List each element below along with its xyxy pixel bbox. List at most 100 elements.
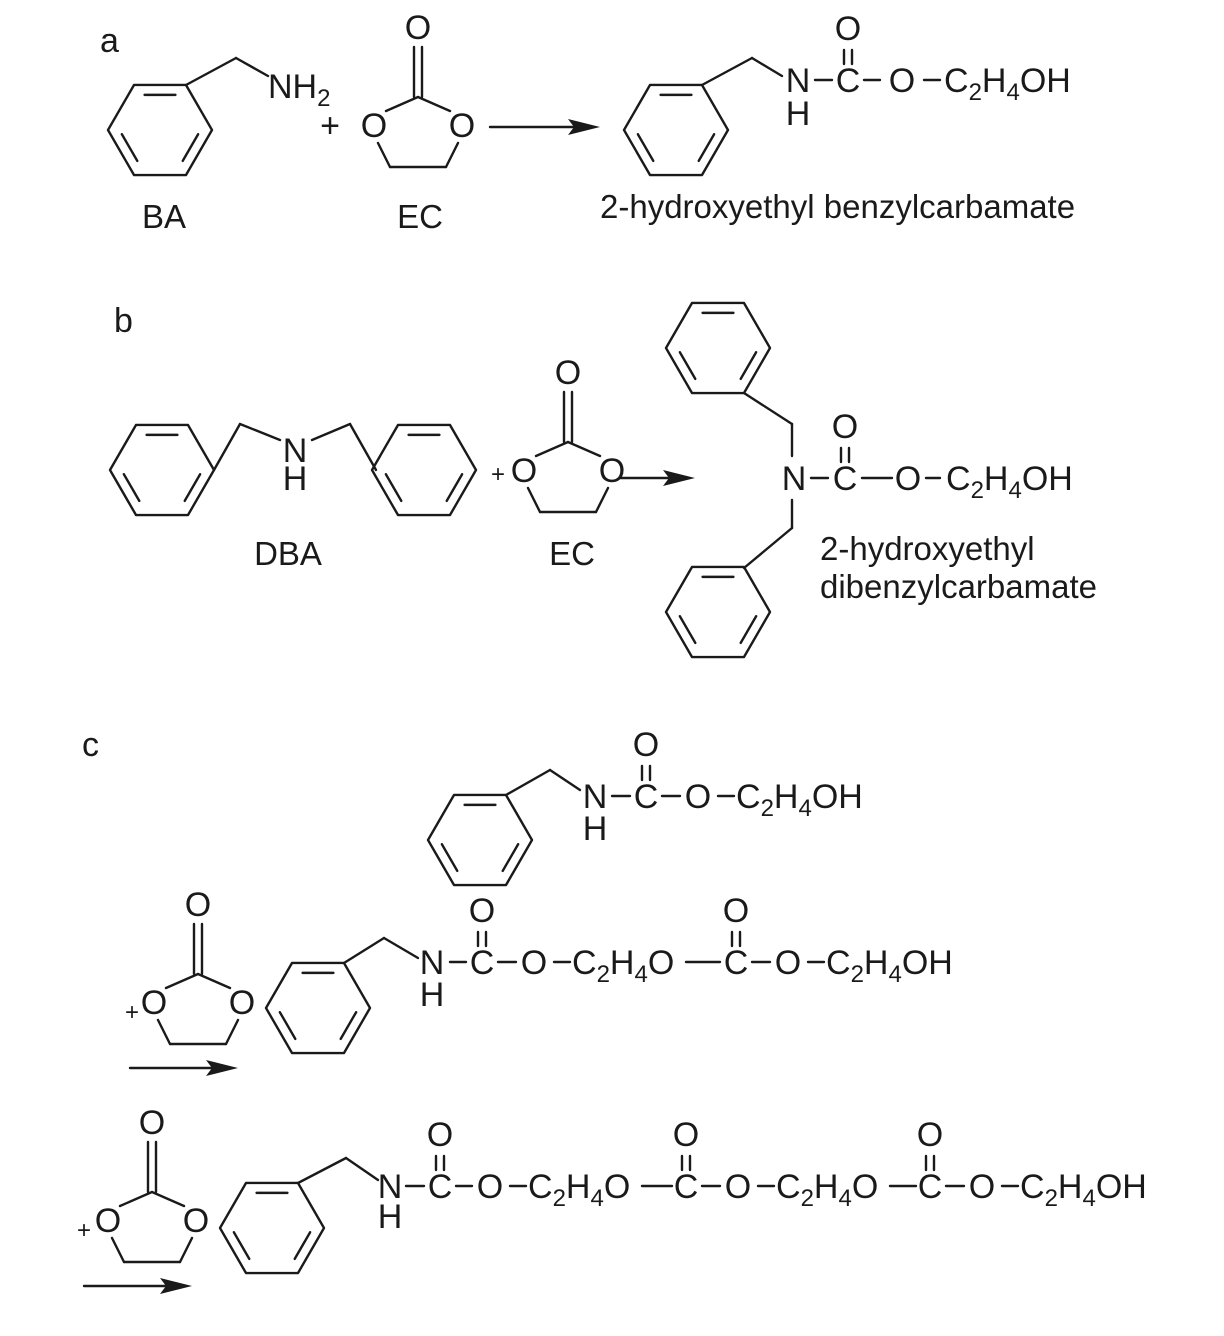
benzene-inner-double-bond xyxy=(384,473,403,503)
benzene-inner-double-bond xyxy=(739,351,758,381)
benzene-inner-double-bond xyxy=(440,843,459,873)
carbonyl-oxygen: O xyxy=(427,1116,453,1154)
product-label-a: 2-hydroxyethyl benzylcarbamate xyxy=(600,188,1075,225)
benzyl-ch2-bond xyxy=(742,391,794,426)
carbonyl-carbon: C xyxy=(836,62,861,100)
carbonyl-oxygen: O xyxy=(835,10,861,48)
ring-oxygen: O xyxy=(361,107,387,145)
carbonyl-carbon: C xyxy=(674,1168,699,1206)
ester-oxygen: O xyxy=(969,1168,995,1206)
benzene-inner-double-bond xyxy=(678,351,697,381)
benzyl-ch2-bond xyxy=(344,1156,380,1182)
benzene-inner-double-bond xyxy=(183,473,202,503)
oxyethylene-group: C2H4O xyxy=(572,944,674,988)
ring-oxygen: O xyxy=(183,1202,209,1240)
benzene-inner-double-bond xyxy=(122,473,141,503)
benzene-inner-double-bond xyxy=(697,133,716,163)
carbonyl-carbon: C xyxy=(428,1168,453,1206)
ester-oxygen: O xyxy=(889,62,915,100)
benzene-inner-double-bond xyxy=(501,843,520,873)
plus-sign: + xyxy=(125,999,139,1026)
carbonyl-oxygen: O xyxy=(673,1116,699,1154)
benzene-inner-double-bond xyxy=(339,1011,358,1041)
product-label-b-line1: 2-hydroxyethyl xyxy=(820,530,1035,567)
reactant-label-dba: DBA xyxy=(254,535,322,572)
reaction-arrow-head xyxy=(568,119,600,135)
carbonyl-oxygen: O xyxy=(723,892,749,930)
benzyl-ch2-bond xyxy=(504,768,552,797)
carbamate-nitrogen: N xyxy=(583,778,608,816)
ester-oxygen: O xyxy=(477,1168,503,1206)
benzene-ring xyxy=(622,83,730,177)
reaction-arrow-head xyxy=(206,1060,238,1076)
ring-bond xyxy=(566,440,602,458)
nh-hydrogen: H xyxy=(420,976,445,1014)
ring-bond xyxy=(196,972,232,990)
benzene-inner-double-bond xyxy=(232,1231,251,1261)
reaction-arrow-head xyxy=(160,1278,192,1294)
ring-bond xyxy=(534,440,570,458)
product-label-b-line2: dibenzylcarbamate xyxy=(820,568,1097,605)
ring-bond xyxy=(164,972,200,990)
benzene-inner-double-bond xyxy=(293,1231,312,1261)
carbonyl-oxygen: O xyxy=(405,9,431,47)
oxyethylene-group: C2H4O xyxy=(776,1168,878,1212)
reactant-label-ba: BA xyxy=(142,198,186,235)
ring-oxygen: O xyxy=(229,984,255,1022)
panel-label-b: b xyxy=(114,302,133,340)
benzene-inner-double-bond xyxy=(739,615,758,645)
nh-hydrogen: H xyxy=(583,810,608,848)
benzyl-ch2-bond xyxy=(296,1156,348,1185)
carbonyl-carbon: C xyxy=(724,944,749,982)
carbonyl-oxygen: O xyxy=(185,886,211,924)
ring-bond xyxy=(444,141,460,169)
ester-oxygen: O xyxy=(895,460,921,498)
panel-label-a: a xyxy=(100,22,119,60)
panel-label-c: c xyxy=(82,726,99,764)
nh-hydrogen: H xyxy=(283,460,308,498)
benzene-ring xyxy=(106,83,214,177)
benzene-ring xyxy=(664,565,772,659)
benzyl-ch2-bond xyxy=(750,56,784,78)
amine-nitrogen: N xyxy=(283,432,308,470)
ring-bond xyxy=(416,95,452,113)
ester-oxygen: O xyxy=(521,944,547,982)
carbonyl-oxygen: O xyxy=(832,408,858,446)
ring-oxygen: O xyxy=(511,452,537,490)
benzyl-ch2-bond xyxy=(742,526,794,570)
plus-sign: + xyxy=(320,107,340,145)
benzene-ring xyxy=(370,423,478,517)
carbonyl-oxygen: O xyxy=(633,726,659,764)
reactant-label-ec: EC xyxy=(549,535,595,572)
carbamate-nitrogen: N xyxy=(378,1168,403,1206)
carbonyl-carbon: C xyxy=(470,944,495,982)
ring-oxygen: O xyxy=(449,107,475,145)
hydroxyethyl-group: C2H4OH xyxy=(826,944,953,988)
carbonyl-oxygen: O xyxy=(469,892,495,930)
benzyl-ch2-bond xyxy=(238,422,282,442)
ring-bond xyxy=(110,1236,126,1264)
reactant-label-ec: EC xyxy=(397,198,443,235)
ester-oxygen: O xyxy=(775,944,801,982)
plus-sign: + xyxy=(491,461,505,488)
reaction-arrow-head xyxy=(663,470,695,486)
ring-bond xyxy=(150,1190,186,1208)
benzene-ring xyxy=(108,423,216,517)
benzyl-ch2-bond xyxy=(342,936,386,965)
carbonyl-oxygen: O xyxy=(139,1104,165,1142)
ring-bond xyxy=(526,486,542,514)
ring-bond xyxy=(376,141,392,169)
benzyl-ch2-bond xyxy=(382,936,420,960)
benzene-ring xyxy=(264,961,372,1055)
carbonyl-carbon: C xyxy=(833,460,858,498)
oxyethylene-group: C2H4O xyxy=(528,1168,630,1212)
carbamate-nitrogen: N xyxy=(420,944,445,982)
ring-oxygen: O xyxy=(95,1202,121,1240)
benzene-inner-double-bond xyxy=(120,133,139,163)
benzyl-ch2-bond xyxy=(548,768,582,792)
benzyl-ch2-bond xyxy=(234,56,270,78)
hydroxyethyl-group: C2H4OH xyxy=(944,62,1071,106)
nh-hydrogen: H xyxy=(378,1198,403,1236)
